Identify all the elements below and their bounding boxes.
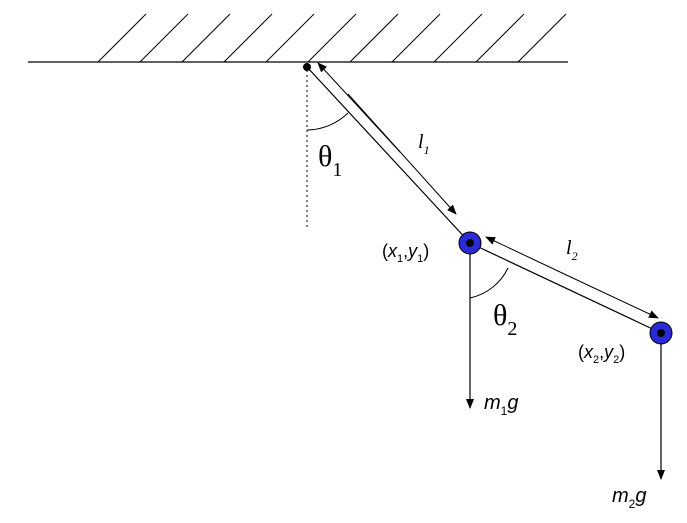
force-2-label: m2g — [612, 485, 646, 511]
rod-2 — [469, 242, 662, 334]
pivot-point — [303, 63, 311, 71]
theta1-label: θ1 — [318, 140, 342, 181]
length-l2-arrow — [485, 236, 659, 319]
l2-label: l2 — [566, 237, 578, 263]
length-l1-arrow — [317, 62, 457, 215]
position-1-label: (x1,y1) — [382, 241, 429, 265]
theta1-arc — [306, 112, 349, 131]
bob-1 — [458, 231, 482, 255]
l1-label: l1 — [418, 131, 430, 157]
ceiling — [28, 13, 568, 63]
ceiling-hatching — [97, 13, 567, 63]
rod-1 — [306, 66, 471, 244]
position-2-label: (x2,y2) — [578, 342, 625, 366]
theta2-arc — [469, 267, 509, 299]
theta2-label: θ2 — [493, 299, 517, 340]
bob-2 — [649, 321, 673, 345]
force-1-label: m1g — [484, 392, 518, 418]
